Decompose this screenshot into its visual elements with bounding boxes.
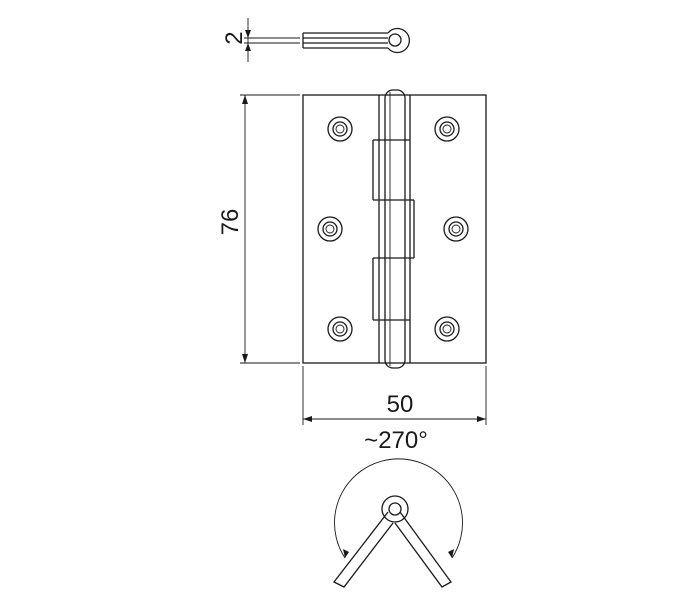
hinge-edge-view [302,27,410,54]
screw-hole [434,116,460,142]
thickness-dimension: 2 [221,18,300,62]
width-dimension: 50 [302,366,487,425]
height-label: 76 [217,209,244,236]
height-dimension: 76 [217,94,300,364]
thickness-label: 2 [221,31,248,44]
screw-hole [327,116,353,142]
screw-hole [317,216,343,242]
screw-holes [317,116,469,342]
angle-label: ~270° [364,427,428,454]
screw-hole [434,316,460,342]
width-label: 50 [387,391,414,418]
hinge-front-view [302,89,487,369]
screw-hole [443,216,469,242]
screw-hole [327,316,353,342]
opening-angle-view: ~270° [333,427,463,588]
